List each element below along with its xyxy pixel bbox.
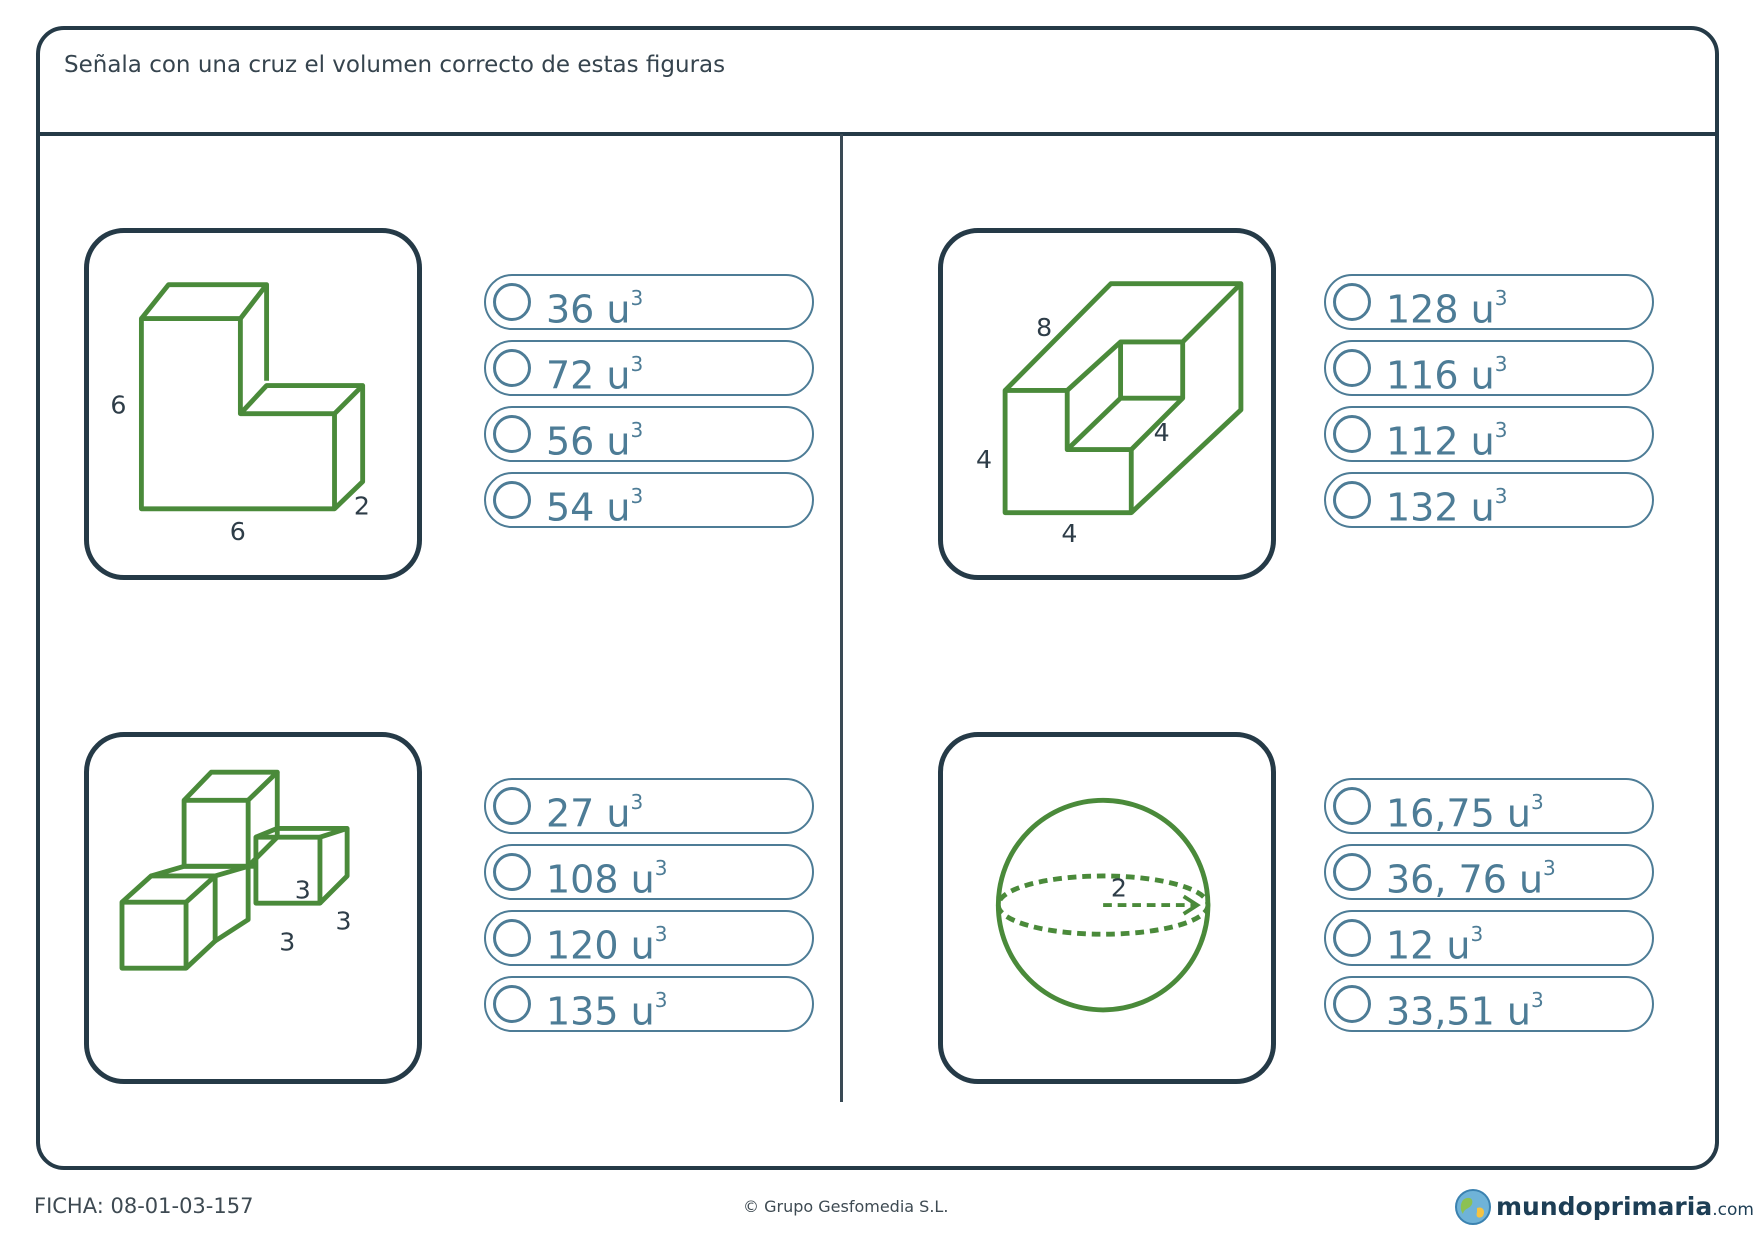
radio-icon[interactable]	[493, 853, 531, 891]
options-exercise-2: 128 u3 116 u3 112 u3 132 u3	[1324, 274, 1654, 538]
column-divider	[840, 134, 843, 1102]
dim-length: 8	[1036, 313, 1052, 342]
radio-icon[interactable]	[1333, 787, 1371, 825]
dim-b: 3	[335, 906, 351, 935]
option-2[interactable]: 36, 76 u3	[1324, 844, 1654, 901]
option-1[interactable]: 27 u3	[484, 778, 814, 835]
dim-width: 4	[1061, 519, 1077, 548]
dim-height: 4	[976, 445, 992, 474]
option-3[interactable]: 120 u3	[484, 910, 814, 967]
option-2[interactable]: 116 u3	[1324, 340, 1654, 397]
figure-hollow-prism: 8 4 4 4	[938, 228, 1276, 580]
option-3[interactable]: 112 u3	[1324, 406, 1654, 463]
worksheet-code: FICHA: 08-01-03-157	[34, 1194, 254, 1218]
worksheet-frame: Señala con una cruz el volumen correcto …	[36, 26, 1719, 1170]
dim-a: 3	[295, 875, 311, 904]
radio-icon[interactable]	[1333, 853, 1371, 891]
radio-icon[interactable]	[493, 787, 531, 825]
dim-width: 6	[230, 517, 246, 546]
radio-icon[interactable]	[1333, 985, 1371, 1023]
brand-tld: .com	[1712, 1200, 1754, 1220]
dim-radius: 2	[1111, 873, 1127, 902]
globe-icon	[1455, 1189, 1491, 1225]
figure-sphere: 2	[938, 732, 1276, 1084]
radio-icon[interactable]	[493, 985, 531, 1023]
option-4[interactable]: 54 u3	[484, 472, 814, 529]
hollow-prism-drawing: 8 4 4 4	[976, 281, 1244, 548]
options-exercise-3: 27 u3 108 u3 120 u3 135 u3	[484, 778, 814, 1042]
option-4[interactable]: 33,51 u3	[1324, 976, 1654, 1033]
option-4[interactable]: 135 u3	[484, 976, 814, 1033]
option-3[interactable]: 56 u3	[484, 406, 814, 463]
option-2[interactable]: 72 u3	[484, 340, 814, 397]
radio-icon[interactable]	[1333, 919, 1371, 957]
cube-stack-drawing: 3 3 3	[119, 769, 352, 971]
option-1[interactable]: 16,75 u3	[1324, 778, 1654, 835]
options-exercise-1: 36 u3 72 u3 56 u3 54 u3	[484, 274, 814, 538]
option-4[interactable]: 132 u3	[1324, 472, 1654, 529]
brand-logo[interactable]: mundoprimaria.com	[1454, 1186, 1754, 1230]
radio-icon[interactable]	[1333, 283, 1371, 321]
dim-c: 3	[279, 928, 295, 957]
dim-depth: 2	[354, 492, 370, 521]
option-1[interactable]: 128 u3	[1324, 274, 1654, 331]
radio-icon[interactable]	[493, 349, 531, 387]
option-1[interactable]: 36 u3	[484, 274, 814, 331]
sphere-drawing: 2	[995, 797, 1211, 1013]
instruction-text: Señala con una cruz el volumen correcto …	[64, 52, 726, 78]
option-2[interactable]: 108 u3	[484, 844, 814, 901]
radio-icon[interactable]	[493, 415, 531, 453]
worksheet-header: Señala con una cruz el volumen correcto …	[40, 30, 1715, 136]
figure-cube-stack: 3 3 3	[84, 732, 422, 1084]
copyright-text: © Grupo Gesfomedia S.L.	[743, 1197, 949, 1216]
dim-height: 6	[110, 391, 126, 420]
radio-icon[interactable]	[1333, 349, 1371, 387]
brand-name: mundoprimaria	[1496, 1192, 1713, 1221]
radio-icon[interactable]	[1333, 481, 1371, 519]
dim-hole: 4	[1154, 418, 1170, 447]
radio-icon[interactable]	[493, 283, 531, 321]
radio-icon[interactable]	[1333, 415, 1371, 453]
l-shaped-prism-drawing: 6 6 2	[110, 282, 370, 546]
radio-icon[interactable]	[493, 919, 531, 957]
options-exercise-4: 16,75 u3 36, 76 u3 12 u3 33,51 u3	[1324, 778, 1654, 1042]
radio-icon[interactable]	[493, 481, 531, 519]
option-3[interactable]: 12 u3	[1324, 910, 1654, 967]
figure-l-shaped-prism: 6 6 2	[84, 228, 422, 580]
